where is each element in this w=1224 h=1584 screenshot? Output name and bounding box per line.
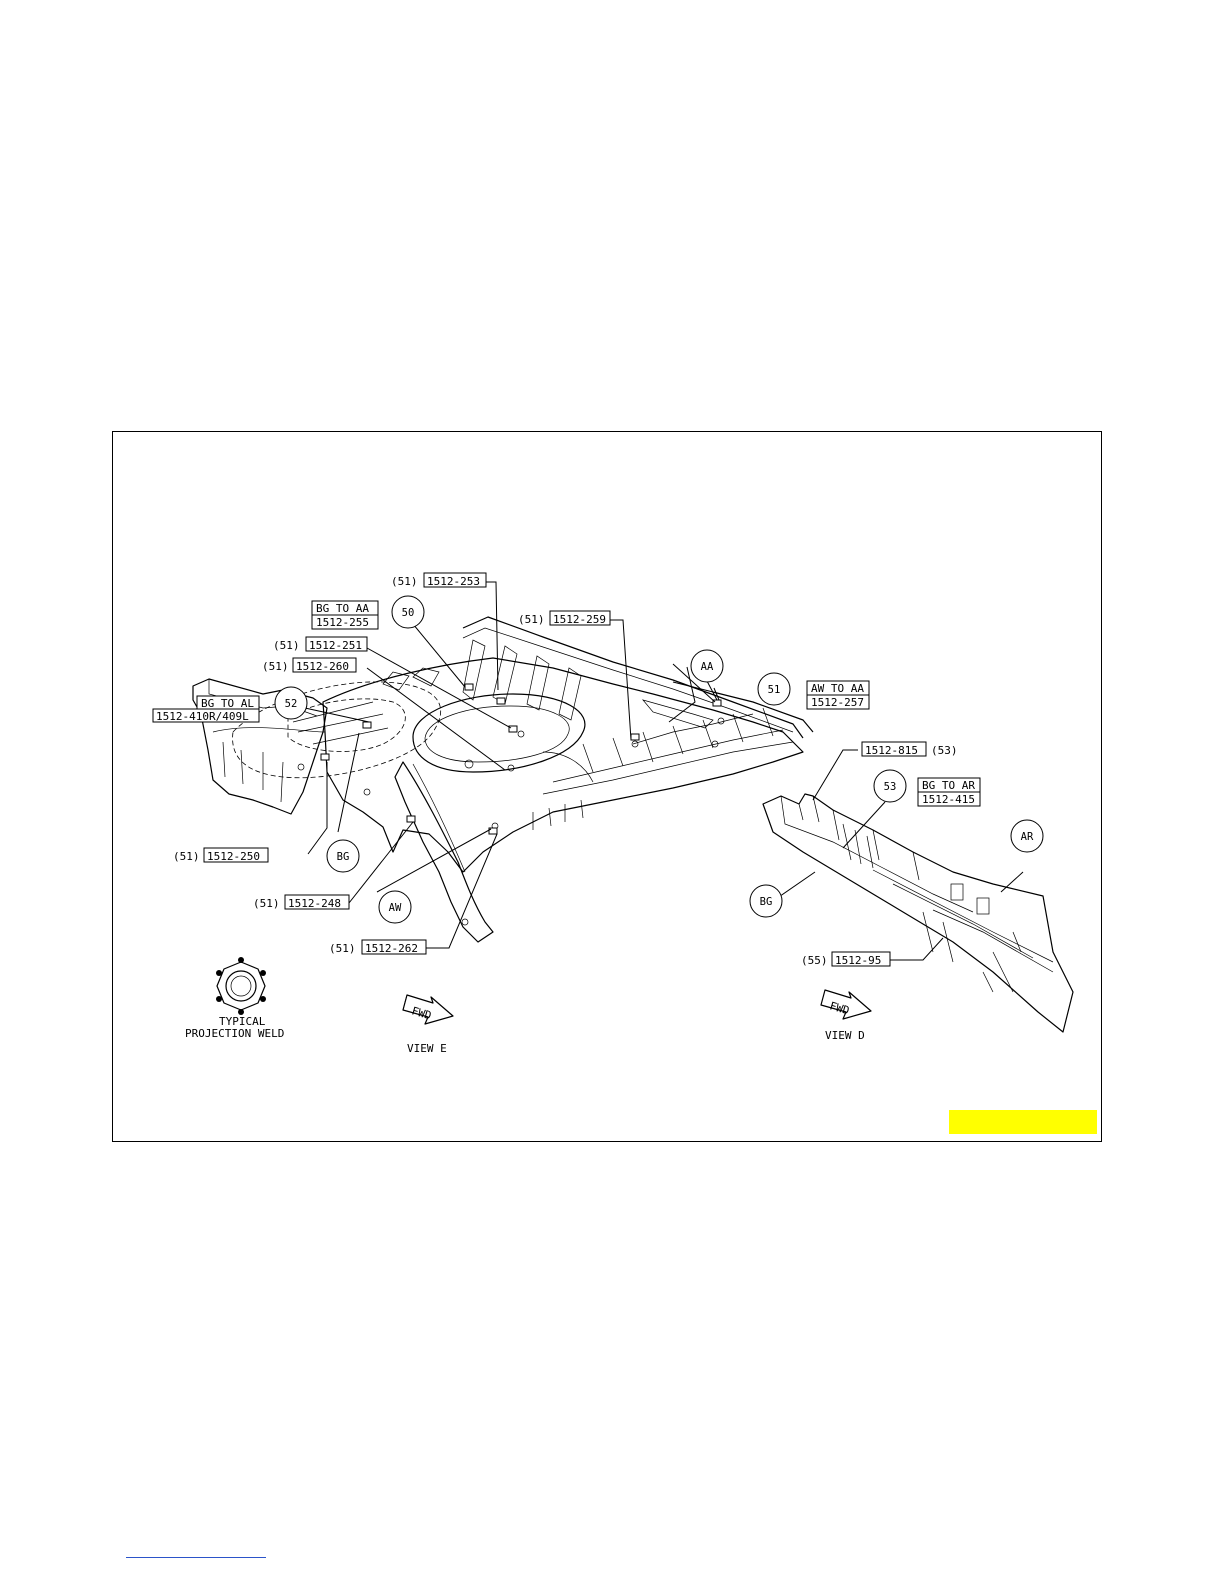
label-code: 1512-410R/409L [156,710,249,723]
label-1512-259: (51) 1512-259 [518,611,610,626]
label-1512-95: (55) 1512-95 [801,952,890,967]
view-e-title: VIEW E [407,1042,447,1055]
callout-bg-right: BG [750,885,782,917]
label-1512-253: (51) 1512-253 [391,573,486,588]
fwd-arrow-view-d: FWD [821,990,871,1019]
label-prefix: (55) [801,954,828,967]
callout-bg-left: BG [327,840,359,872]
label-text: BG TO AL [201,697,254,710]
callout-text: BG [760,896,773,908]
view-d-title: VIEW D [825,1029,865,1042]
label-code: 1512-95 [835,954,881,967]
label-1512-251: (51) 1512-251 [273,637,367,652]
label-code: 1512-262 [365,942,418,955]
label-1512-250: (51) 1512-250 [173,848,268,863]
label-prefix: (51) [262,660,289,673]
label-bg-to-aa: BG TO AA 1512-255 [312,601,378,629]
label-code: 1512-248 [288,897,341,910]
weld-legend-line2: PROJECTION WELD [185,1027,284,1040]
label-code: 1512-253 [427,575,480,588]
label-code: 1512-251 [309,639,362,652]
label-aw-to-aa: AW TO AA 1512-257 [807,681,869,709]
fwd-arrow-view-e: FWD [403,995,453,1024]
callout-text: 52 [285,698,298,710]
fwd-label: FWD [410,1004,433,1022]
label-text: BG TO AA [316,602,369,615]
label-prefix: (51) [329,942,356,955]
label-suffix: (53) [931,744,958,757]
label-prefix: (51) [173,850,200,863]
callout-aw: AW [379,891,411,923]
label-code: 1512-815 [865,744,918,757]
callout-text: BG [337,851,350,863]
label-text: BG TO AR [922,779,975,792]
label-code: 1512-255 [316,616,369,629]
callout-51: 51 [758,673,790,705]
label-prefix: (51) [273,639,300,652]
label-code: 1512-259 [553,613,606,626]
callout-text: AR [1021,831,1034,843]
label-code: 1512-257 [811,696,864,709]
callout-50: 50 [392,596,424,628]
label-prefix: (51) [391,575,418,588]
label-prefix: (51) [518,613,545,626]
diagram-frame: (51) 1512-253 (51) 1512-259 BG TO AA 151… [112,431,1102,1142]
callout-text: 50 [402,607,415,619]
callout-text: AW [389,902,402,914]
label-code: 1512-415 [922,793,975,806]
highlight-box [949,1110,1097,1134]
label-code: 1512-250 [207,850,260,863]
label-code: 1512-260 [296,660,349,673]
label-prefix: (51) [253,897,280,910]
callout-52: 52 [275,687,307,719]
callout-text: AA [701,661,714,673]
label-bg-to-ar: BG TO AR 1512-415 [918,778,980,806]
projection-weld-symbol: TYPICAL PROJECTION WELD [185,957,284,1040]
weld-location-diagram: (51) 1512-253 (51) 1512-259 BG TO AA 151… [113,432,1101,1141]
fwd-label: FWD [828,999,851,1017]
label-1512-248: (51) 1512-248 [253,895,349,910]
label-1512-815: 1512-815 (53) [862,742,958,757]
callout-aa: AA [691,650,723,682]
label-1512-262: (51) 1512-262 [329,940,426,955]
label-1512-260: (51) 1512-260 [262,658,356,673]
callout-53: 53 [874,770,906,802]
footer-link[interactable] [126,1557,266,1558]
callout-ar: AR [1011,820,1043,852]
callout-text: 53 [884,781,897,793]
callout-text: 51 [768,684,781,696]
label-text: AW TO AA [811,682,864,695]
label-bg-to-al: BG TO AL 1512-410R/409L [153,696,259,723]
